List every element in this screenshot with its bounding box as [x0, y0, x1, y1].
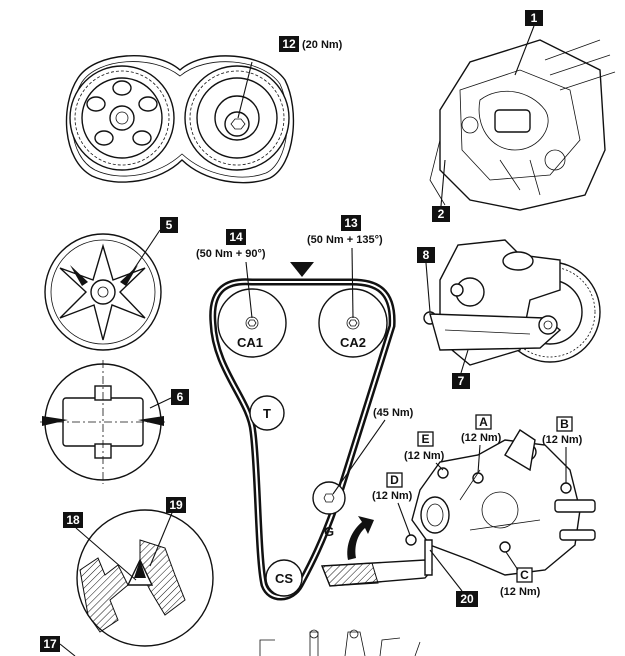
- label-g: G: [324, 524, 334, 539]
- rotation-arrow-icon: [347, 516, 374, 560]
- svg-text:13: 13: [344, 216, 358, 230]
- svg-text:C: C: [520, 568, 529, 582]
- torque-c: (12 Nm): [500, 586, 541, 598]
- torque-d: (12 Nm): [372, 490, 413, 502]
- pulley-t: T: [249, 395, 285, 431]
- tool-illustration: [320, 516, 433, 587]
- svg-text:8: 8: [423, 248, 430, 262]
- callout-19: 19: [166, 497, 186, 513]
- callout-5: 5: [160, 217, 178, 233]
- callout-14: 14: [226, 229, 246, 245]
- callout-20: 20: [456, 591, 478, 607]
- svg-text:B: B: [560, 417, 569, 431]
- callout-17: 17: [40, 636, 60, 652]
- callout-13: 13: [341, 215, 361, 231]
- svg-text:A: A: [479, 415, 488, 429]
- callout-c: C: [516, 567, 533, 583]
- svg-text:6: 6: [177, 390, 184, 404]
- label-ca1: CA1: [237, 335, 263, 350]
- camshaft-gears-illustration: [65, 55, 295, 184]
- callout-e: E: [417, 431, 434, 447]
- svg-text:5: 5: [166, 218, 173, 232]
- svg-text:E: E: [421, 432, 429, 446]
- pulley-ca2: CA2: [318, 288, 388, 358]
- svg-text:D: D: [390, 473, 399, 487]
- crankshaft-pulley-illustration: [44, 233, 162, 351]
- callout-8: 8: [417, 247, 435, 263]
- belt-direction-marker-icon: [290, 262, 314, 277]
- lower-cropped-illustration: [259, 629, 421, 656]
- torque-e: (12 Nm): [404, 450, 445, 462]
- svg-text:1: 1: [531, 11, 538, 25]
- svg-text:7: 7: [458, 374, 465, 388]
- torque-14: (50 Nm + 90°): [196, 248, 266, 260]
- torque-12: (20 Nm): [302, 39, 343, 51]
- callout-d: D: [386, 472, 403, 488]
- callout-a: A: [475, 414, 492, 430]
- crank-gear-detail: [40, 360, 166, 484]
- svg-text:17: 17: [43, 637, 57, 651]
- timing-belt-layout: CA1 CA2 T G CS: [209, 262, 396, 601]
- pump-assembly-illustration: [423, 239, 601, 366]
- svg-text:14: 14: [229, 230, 243, 244]
- label-cs: CS: [275, 571, 293, 586]
- torque-45: (45 Nm): [373, 407, 414, 419]
- water-pump-housing-illustration: [405, 429, 596, 576]
- left-gear-spokes: [86, 80, 158, 146]
- label-ca2: CA2: [340, 335, 366, 350]
- svg-text:19: 19: [169, 498, 183, 512]
- label-t: T: [263, 406, 271, 421]
- callout-2: 2: [432, 206, 450, 222]
- torque-b: (12 Nm): [542, 434, 583, 446]
- callout-12: 12: [279, 36, 299, 52]
- torque-13: (50 Nm + 135°): [307, 234, 383, 246]
- pulley-ca1: CA1: [217, 288, 287, 358]
- callout-1: 1: [525, 10, 543, 26]
- engine-illustration: [429, 39, 616, 211]
- svg-text:2: 2: [438, 207, 445, 221]
- svg-text:12: 12: [282, 37, 296, 51]
- callout-18: 18: [63, 512, 83, 528]
- callout-6: 6: [171, 389, 189, 405]
- svg-text:18: 18: [66, 513, 80, 527]
- pulley-cs: CS: [265, 559, 303, 597]
- callout-7: 7: [452, 373, 470, 389]
- pulley-g: G: [312, 481, 346, 539]
- torque-a: (12 Nm): [461, 432, 502, 444]
- svg-text:20: 20: [460, 592, 474, 606]
- callout-b: B: [556, 416, 573, 432]
- tooth-alignment-detail: [76, 509, 214, 647]
